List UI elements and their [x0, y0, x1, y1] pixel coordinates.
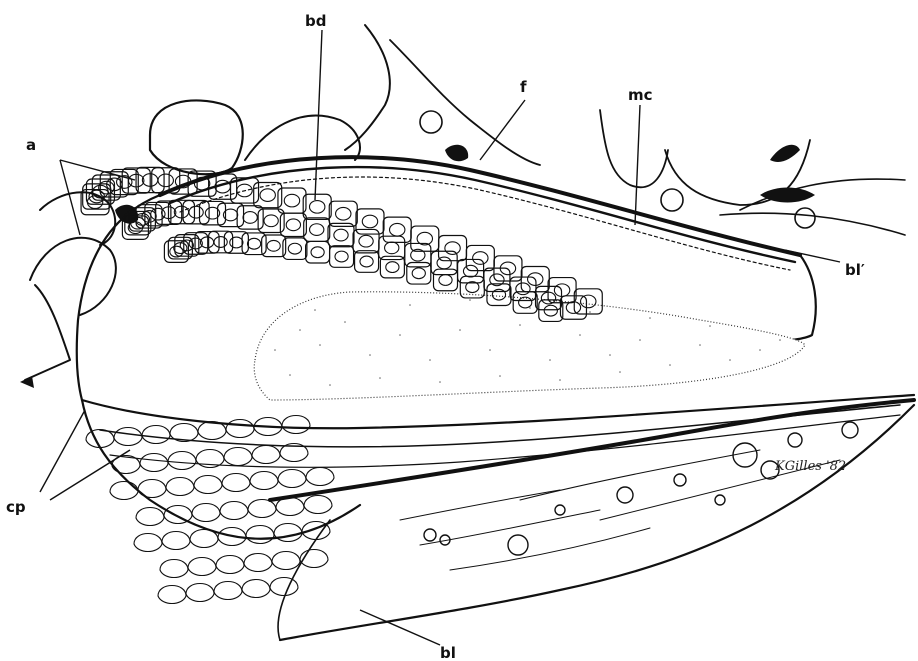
label-bd: bd [305, 12, 326, 30]
tubule-lumen [254, 292, 805, 400]
label-mc: mc [628, 86, 653, 104]
label-bl-prime: bl′ [845, 261, 865, 279]
lower-connective-tissue [278, 405, 914, 640]
label-bl: bl [440, 644, 456, 661]
scale-cells [86, 416, 334, 604]
label-cp: cp [6, 498, 26, 516]
artist-signature: KGilles '82 [774, 459, 846, 474]
label-a: a [26, 136, 36, 154]
label-f: f [520, 78, 527, 96]
